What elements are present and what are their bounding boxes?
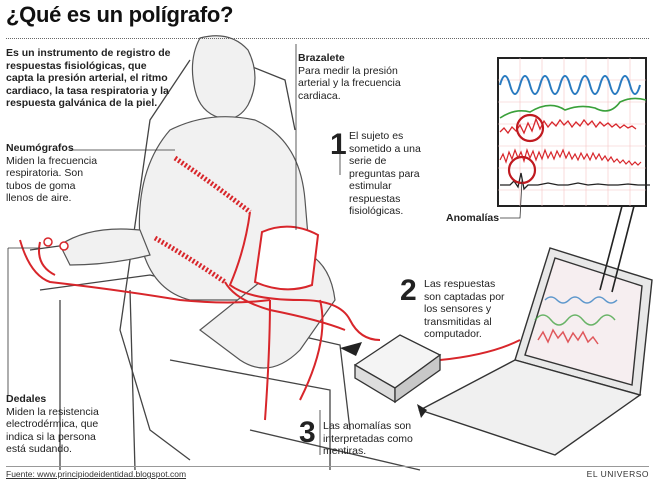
thimble-1 [43, 237, 53, 247]
step-1-number: 1 [330, 128, 347, 161]
zoom-chart-panel [497, 57, 650, 207]
brazalete-body: Para medir la presión arterial y la frec… [298, 64, 401, 102]
polygraph-box [353, 334, 442, 404]
trace-blue [499, 75, 641, 95]
footer-rule [6, 466, 649, 467]
neumografos-heading: Neumógrafos [6, 142, 74, 154]
step-3-text: Las anomalías son interpretadas como men… [323, 420, 413, 457]
trace-red-1 [499, 117, 637, 135]
neumografos-body: Miden la frecuencia respiratoria. Son tu… [6, 154, 98, 205]
trace-green [499, 97, 647, 119]
intro-text: Es un instrumento de registro de respues… [6, 47, 171, 109]
page-title: ¿Qué es un polígrafo? [6, 2, 234, 27]
neumografos-callout: Neumógrafos Miden la frecuencia respirat… [6, 142, 101, 205]
dedales-callout: Dedales Miden la resistencia electrodérm… [6, 393, 111, 456]
pointer-arrows [340, 342, 427, 418]
credit-text: EL UNIVERSO [586, 469, 649, 479]
step-2-text: Las respuestas son captadas por los sens… [424, 278, 505, 340]
anomaly-circle-1 [515, 113, 545, 143]
dedales-body: Miden la resistencia electrodérmica, que… [6, 405, 99, 456]
laptop-screen-traces [534, 296, 618, 345]
title-rule [6, 38, 649, 39]
brazalete-heading: Brazalete [298, 52, 345, 64]
source-link[interactable]: Fuente: www.principiodeidentidad.blogspo… [6, 469, 187, 479]
anomalias-label: Anomalías [446, 212, 500, 224]
cuff-drawing [253, 225, 320, 291]
leader-lines [7, 44, 523, 455]
trace-red-2 [499, 148, 642, 166]
brazalete-callout: Brazalete Para medir la presión arterial… [298, 52, 410, 102]
sensor-cables [19, 155, 521, 421]
thimble-2 [59, 241, 69, 251]
zoom-callout-lines [599, 205, 635, 293]
step-1-text: El sujeto es sometido a una serie de pre… [349, 130, 421, 217]
dedales-heading: Dedales [6, 393, 47, 405]
step-2-number: 2 [400, 274, 417, 307]
step-3-number: 3 [299, 416, 316, 449]
trace-black [500, 172, 650, 191]
